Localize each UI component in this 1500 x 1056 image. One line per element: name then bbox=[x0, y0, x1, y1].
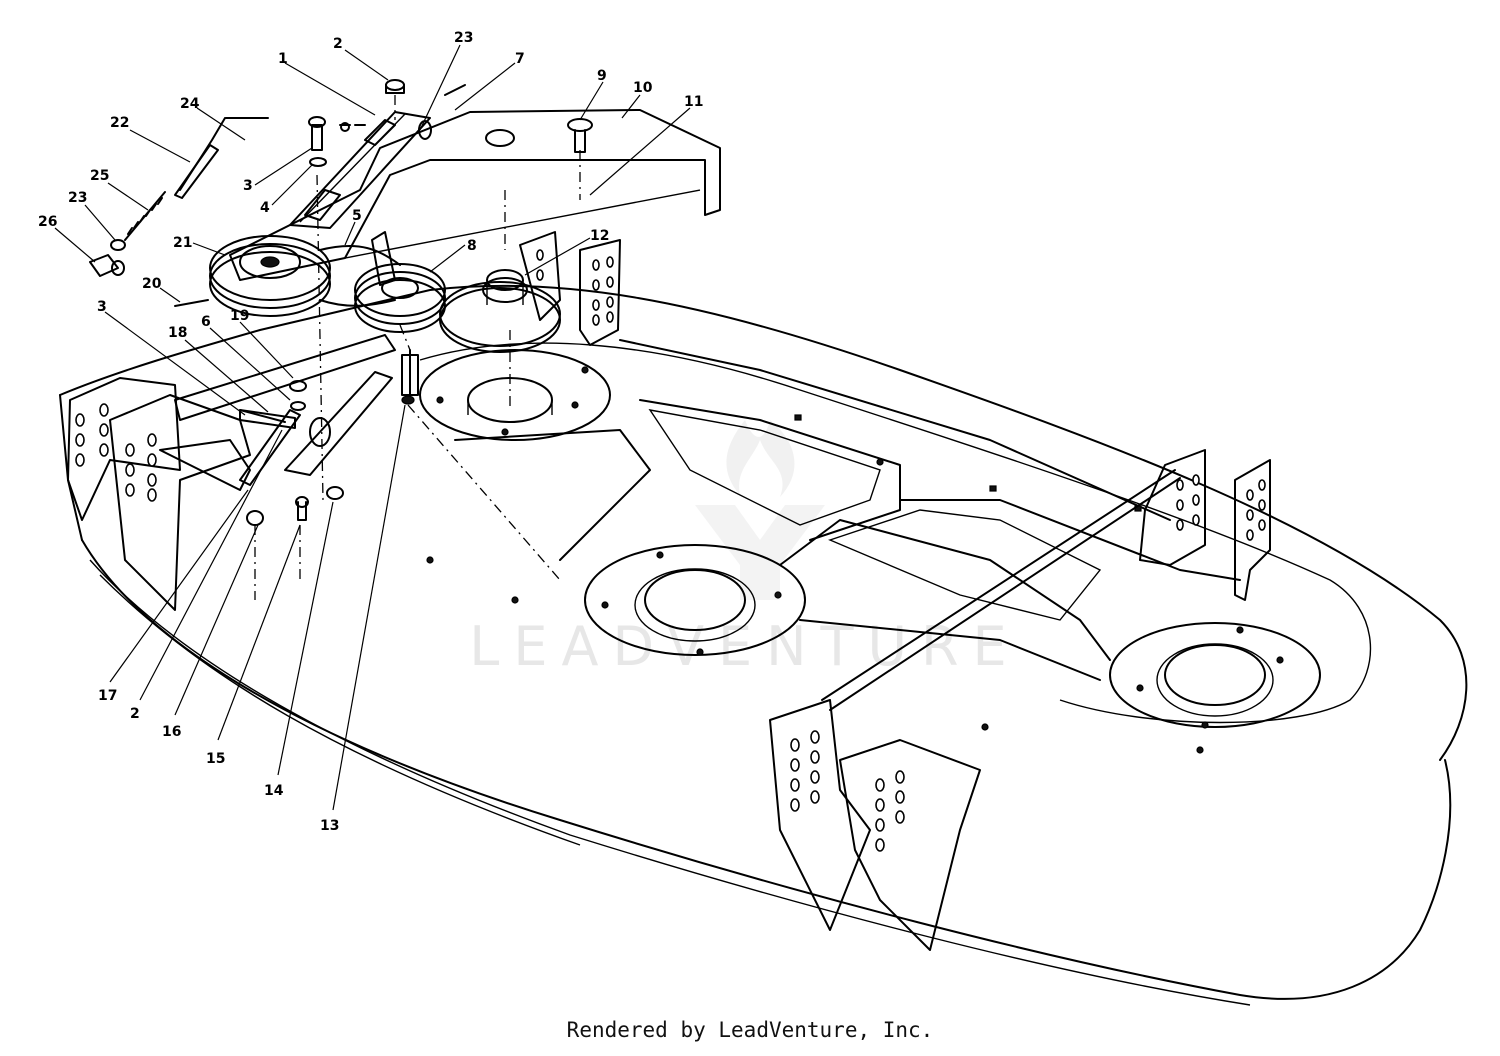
deck-plate-structure bbox=[419, 339, 1321, 754]
callout-3-top: 3 bbox=[243, 147, 313, 194]
deck-rivets bbox=[426, 366, 1284, 754]
svg-text:6: 6 bbox=[201, 314, 211, 330]
pulley-12 bbox=[439, 269, 561, 353]
callout-9: 9 bbox=[579, 68, 607, 121]
callout-5: 5 bbox=[344, 208, 362, 246]
callout-15: 15 bbox=[206, 524, 301, 767]
callout-4: 4 bbox=[260, 164, 313, 216]
callout-6: 6 bbox=[201, 314, 291, 401]
baffle-holes-right bbox=[790, 730, 905, 852]
svg-text:21: 21 bbox=[173, 235, 192, 251]
callout-10: 10 bbox=[621, 80, 653, 119]
svg-text:17: 17 bbox=[98, 688, 117, 704]
svg-text:23: 23 bbox=[454, 30, 473, 46]
callout-24: 24 bbox=[180, 96, 246, 141]
svg-text:3: 3 bbox=[97, 299, 107, 315]
left-baffles bbox=[67, 377, 251, 611]
idler-bracket-lower bbox=[174, 334, 396, 486]
callout-12: 12 bbox=[524, 228, 609, 276]
watermark: LEADVENTURE bbox=[469, 420, 1020, 678]
svg-text:18: 18 bbox=[168, 325, 187, 341]
callout-23-left: 23 bbox=[68, 190, 116, 241]
callout-20: 20 bbox=[142, 276, 181, 303]
callout-7: 7 bbox=[454, 51, 525, 111]
svg-text:15: 15 bbox=[206, 751, 225, 767]
svg-text:14: 14 bbox=[264, 783, 284, 799]
callout-2-lower: 2 bbox=[130, 429, 283, 722]
pulley-8 bbox=[354, 231, 446, 333]
belt-cover bbox=[229, 109, 721, 281]
callout-8: 8 bbox=[429, 238, 477, 273]
baffle-holes-left bbox=[75, 403, 157, 502]
svg-text:7: 7 bbox=[515, 51, 525, 67]
callout-16: 16 bbox=[162, 524, 259, 740]
svg-text:13: 13 bbox=[320, 818, 339, 834]
svg-text:12: 12 bbox=[590, 228, 609, 244]
right-baffles bbox=[769, 449, 1271, 951]
callout-18: 18 bbox=[168, 325, 269, 413]
callout-25: 25 bbox=[90, 168, 149, 211]
callout-1: 1 bbox=[278, 51, 376, 116]
callout-19: 19 bbox=[230, 308, 294, 379]
svg-text:24: 24 bbox=[180, 96, 200, 112]
svg-text:11: 11 bbox=[684, 94, 703, 110]
svg-text:2: 2 bbox=[333, 36, 343, 52]
svg-text:3: 3 bbox=[243, 178, 253, 194]
callout-11: 11 bbox=[589, 94, 703, 196]
svg-text:10: 10 bbox=[633, 80, 653, 96]
callout-23-top: 23 bbox=[419, 30, 473, 131]
watermark-text: LEADVENTURE bbox=[469, 615, 1020, 678]
callout-14: 14 bbox=[264, 501, 334, 799]
callout-2-top: 2 bbox=[333, 36, 389, 81]
svg-text:23: 23 bbox=[68, 190, 87, 206]
footer-credit: Rendered by LeadVenture, Inc. bbox=[566, 1018, 934, 1042]
svg-text:20: 20 bbox=[142, 276, 162, 292]
idler-pulley-21 bbox=[209, 235, 331, 317]
svg-text:1: 1 bbox=[278, 51, 288, 67]
svg-text:2: 2 bbox=[130, 706, 140, 722]
callout-17: 17 bbox=[98, 489, 249, 704]
svg-text:4: 4 bbox=[260, 200, 270, 216]
svg-text:16: 16 bbox=[162, 724, 181, 740]
svg-text:8: 8 bbox=[467, 238, 477, 254]
bracket-holes-rear bbox=[1176, 474, 1266, 541]
watermark-logo-icon bbox=[695, 420, 825, 600]
idler-arm bbox=[289, 111, 431, 229]
callout-labels: 1 2 23 7 9 10 11 24 22 25 3 4 23 26 21 5… bbox=[38, 30, 703, 834]
callout-21: 21 bbox=[173, 235, 226, 256]
callout-26: 26 bbox=[38, 214, 96, 263]
svg-text:5: 5 bbox=[352, 208, 362, 224]
callout-22: 22 bbox=[110, 115, 191, 163]
svg-text:26: 26 bbox=[38, 214, 57, 230]
svg-text:9: 9 bbox=[597, 68, 607, 84]
svg-text:25: 25 bbox=[90, 168, 109, 184]
belt-5 bbox=[319, 244, 401, 307]
svg-text:22: 22 bbox=[110, 115, 129, 131]
svg-text:19: 19 bbox=[230, 308, 249, 324]
callout-3-lower: 3 bbox=[97, 299, 246, 416]
front-brackets bbox=[519, 231, 621, 346]
mower-deck bbox=[59, 284, 1468, 1006]
callout-13: 13 bbox=[320, 404, 406, 834]
hardware bbox=[89, 79, 593, 526]
assembly-centerlines bbox=[254, 95, 581, 600]
bracket-holes-front bbox=[536, 249, 614, 326]
